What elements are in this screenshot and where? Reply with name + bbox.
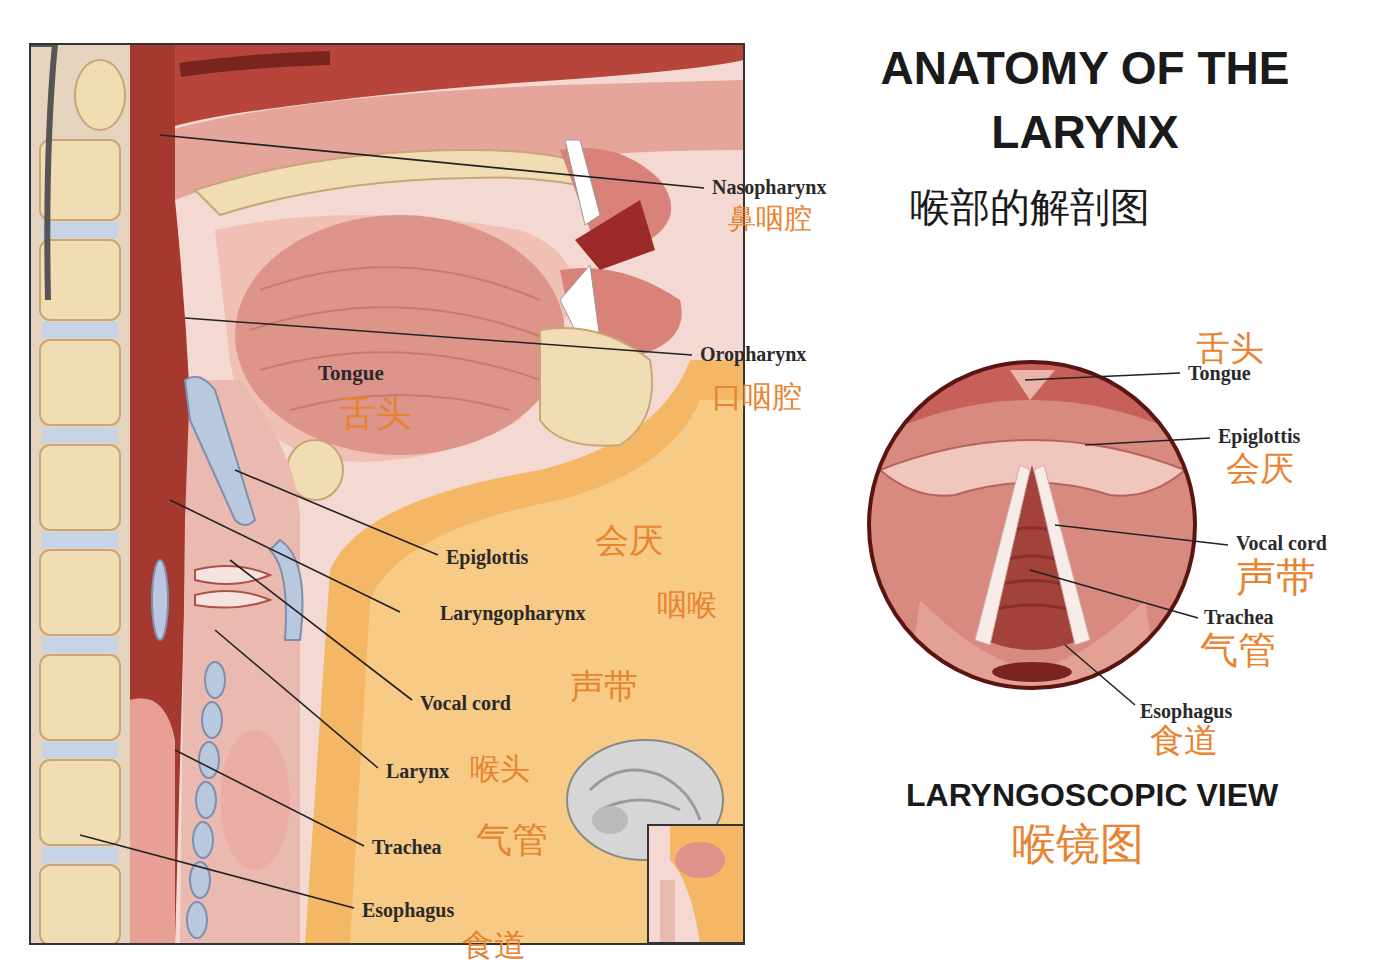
part-label: 舌头 — [340, 394, 412, 434]
part-label: Tongue — [1188, 362, 1251, 384]
part-label: 气管 — [1200, 630, 1276, 672]
part-label: Epiglottis — [446, 546, 528, 568]
part-label: 口咽腔 — [712, 380, 802, 413]
part-label: Nasopharynx — [712, 176, 826, 198]
part-label: 会厌 — [595, 522, 663, 559]
title: ANATOMY OF THE LARYNX — [860, 36, 1310, 164]
sagittal-section — [30, 44, 744, 944]
part-label: 会厌 — [1226, 450, 1294, 487]
part-label: 咽喉 — [657, 588, 717, 621]
part-label: Vocal cord — [1236, 532, 1327, 554]
part-label: 食道 — [1150, 722, 1218, 759]
part-label: Larynx — [386, 760, 449, 782]
part-label: Trachea — [1204, 606, 1274, 628]
part-label: Trachea — [372, 836, 442, 858]
part-label: Esophagus — [1140, 700, 1232, 722]
part-label: Oropharynx — [700, 343, 806, 365]
laryngoscopic-view — [860, 350, 1210, 700]
part-label: 食道 — [462, 928, 526, 963]
part-label: 声带 — [570, 668, 638, 705]
part-label: 舌头 — [1196, 330, 1264, 367]
part-label: Laryngopharynx — [440, 602, 586, 624]
part-label: Epiglottis — [1218, 425, 1300, 447]
part-label: 喉头 — [470, 752, 530, 785]
view-caption: LARYNGOSCOPIC VIEW — [906, 778, 1278, 813]
view-caption: 喉镜图 — [1012, 820, 1144, 868]
part-label: Esophagus — [362, 899, 454, 921]
part-label: 鼻咽腔 — [728, 204, 812, 235]
inset-head — [567, 740, 744, 943]
part-label: 声带 — [1236, 555, 1316, 599]
part-label: Vocal cord — [420, 692, 511, 714]
subtitle: 喉部的解剖图 — [910, 185, 1150, 229]
part-label: 气管 — [476, 820, 548, 860]
part-label: Tongue — [318, 362, 384, 385]
